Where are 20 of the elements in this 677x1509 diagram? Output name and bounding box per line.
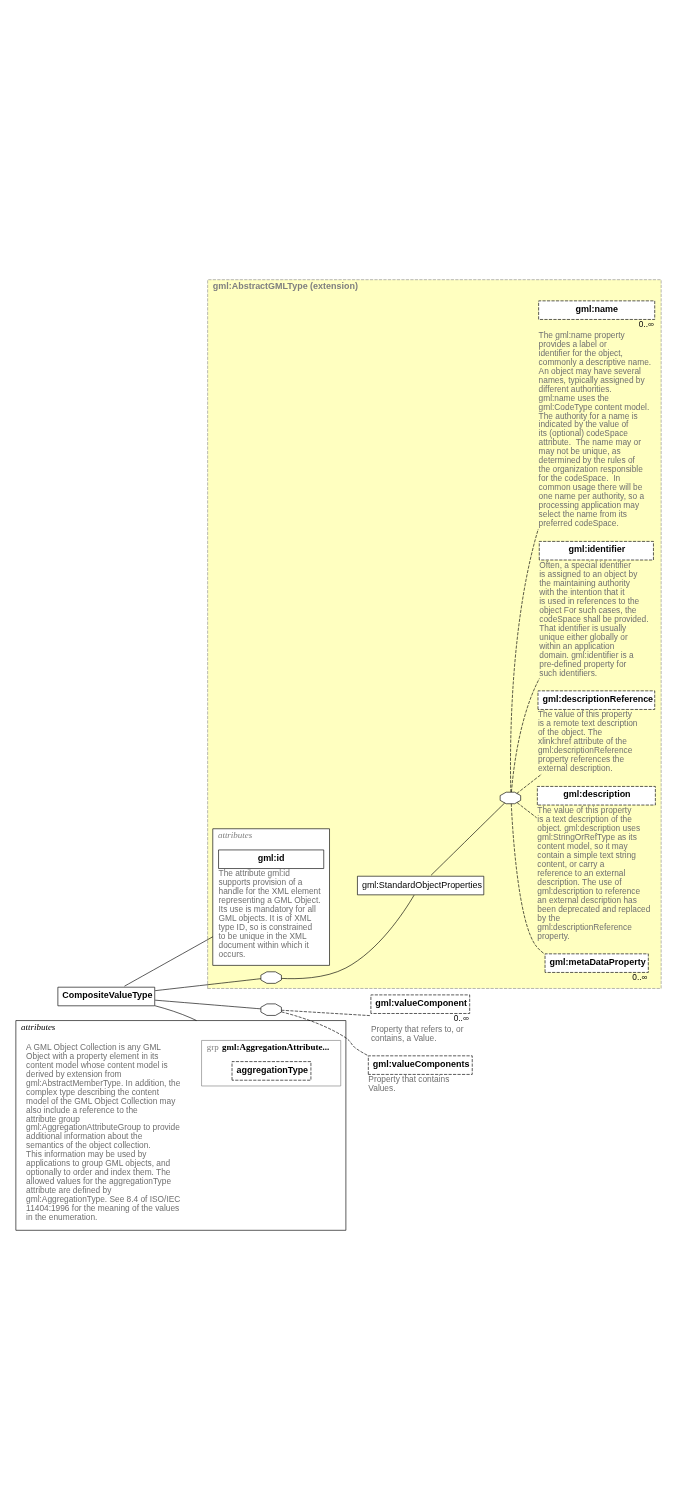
node-label: The value of this property is a remote text description of the object. The xlink:href attribute of the gml:descriptionReference property references the external description. (537, 708, 638, 773)
node-octagon (260, 1003, 282, 1016)
connector (281, 1011, 368, 1056)
connector (154, 977, 262, 991)
node-label: 0..∞ (638, 318, 654, 329)
node-label: The gml:name property provides a label or identifier for the object, commonly a descriptive name. An object may have several names, typically assigned by different authorities. gml:name uses the gml:CodeType content model. The authority for a name is indicated by the value of its (optional) codeSpace attribute. The name may or may not be unique, as determined by the rules of the organization responsible for the codeSpace. In common usage there will be one name per authority, so a processing application may select the name from its preferred codeSpace. (538, 329, 652, 528)
node-octagon (260, 970, 282, 984)
node-label: The value of this property is a text description of the object. gml:description uses gml:StringOrRefType as its content model, so it may contain a simple text string content, or carry a reference to an external description. The use of gml:description to reference an external description has been deprecated and replaced by the gml:descriptionReference property. (537, 804, 651, 941)
node-label: Often, a special identifier is assigned to an object by the maintaining authority with the intention that it is used in references to the object For such cases, the codeSpace shall be provided. That identifier is usually unique either globally or within an application domain. gml:identifier is a pre-defined property for such identifiers. (539, 559, 649, 678)
node-octagon (499, 791, 521, 804)
connector (511, 677, 540, 792)
connector (281, 1009, 371, 1016)
node-label: 0..∞ (632, 971, 648, 982)
connector (510, 528, 539, 792)
node-label: Property that refers to, or contains, a Value. (370, 1023, 464, 1043)
node-label: The attribute gml:id supports provision of a handle for the XML element representing a GML Object. Its use is mandatory for all GML objects. It is of XML type ID, so is constrained to be unique in the XML document within which it occurs. (218, 867, 321, 959)
connector (281, 894, 415, 979)
node-label: 0..∞ (453, 1012, 469, 1023)
connector (154, 1004, 197, 1021)
node-label: Property that contains Values. (368, 1073, 450, 1093)
